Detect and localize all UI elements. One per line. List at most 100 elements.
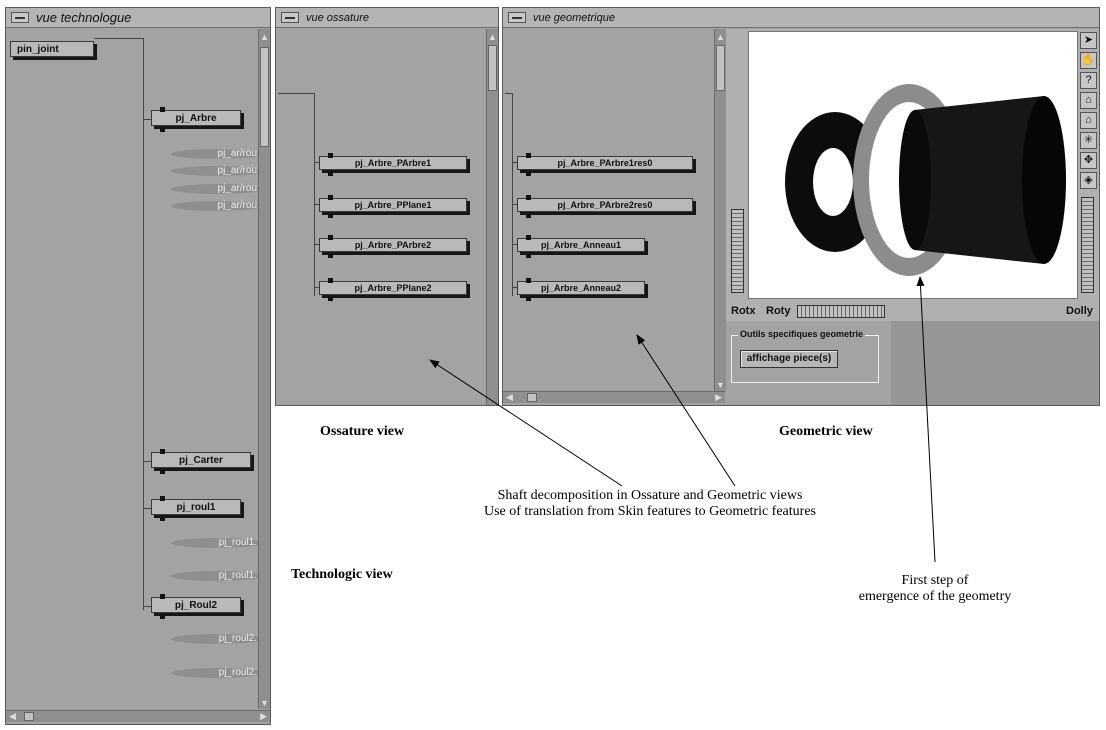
node-anchor xyxy=(160,470,165,474)
node-anchor xyxy=(160,594,165,599)
tree-node[interactable]: pj_roul1 xyxy=(151,496,241,521)
node-anchor xyxy=(160,615,165,619)
shaft-caption-line2: Use of translation from Skin features to… xyxy=(483,504,816,519)
scroll-up-icon[interactable]: ▲ xyxy=(716,32,725,42)
scroll-right-icon[interactable]: ▶ xyxy=(260,711,267,721)
node-anchor xyxy=(328,153,333,158)
rotx-wheel[interactable] xyxy=(731,209,744,293)
viewer-panel: ➤ ✋ ? ⌂ ⌂ ✳ ✥ ◈ Rotx Roty Dolly Outils s… xyxy=(726,29,1099,405)
scroll-up-icon[interactable]: ▲ xyxy=(260,32,269,42)
geometrique-titlebar[interactable]: vue geometrique xyxy=(503,8,1099,28)
tree-node[interactable]: pj_Arbre xyxy=(151,107,241,132)
tree-branch xyxy=(314,162,319,163)
tree-branch xyxy=(278,93,315,94)
scroll-thumb[interactable] xyxy=(716,45,725,91)
view-all-tool-icon[interactable]: ✳ xyxy=(1080,132,1097,149)
node-anchor xyxy=(526,214,531,218)
tree-branch xyxy=(143,508,151,509)
tree-node[interactable]: pj_Arbre_PPlane1 xyxy=(319,195,467,218)
node-label: pj_Arbre_PArbre1res0 xyxy=(557,158,653,168)
window-title: vue geometrique xyxy=(533,12,615,24)
shaft-render xyxy=(785,84,1066,276)
node-label: pj_Carter xyxy=(179,455,223,466)
scroll-left-icon[interactable]: ◀ xyxy=(506,392,513,402)
tree-trunk xyxy=(143,38,144,610)
vertical-scrollbar[interactable]: ▲ ▼ xyxy=(714,29,726,391)
tree-branch xyxy=(143,606,151,607)
node-anchor xyxy=(160,496,165,501)
seek-tool-icon[interactable]: ✥ xyxy=(1080,152,1097,169)
tree-node[interactable]: pj_Arbre_PPlane2 xyxy=(319,278,467,301)
perspective-tool-icon[interactable]: ◈ xyxy=(1080,172,1097,189)
tree-branch xyxy=(143,119,151,120)
tree-node[interactable]: pj_Arbre_PArbre2res0 xyxy=(517,195,693,218)
node-anchor xyxy=(526,235,531,240)
tree-node[interactable]: pj_Arbre_PArbre1 xyxy=(319,153,467,176)
node-anchor xyxy=(160,449,165,454)
first-step-line2: emergence of the geometry xyxy=(858,589,1012,604)
roty-wheel[interactable] xyxy=(797,305,885,318)
window-menu-button[interactable] xyxy=(508,12,526,23)
tree-node[interactable]: pj_Arbre_Anneau2 xyxy=(517,278,645,301)
first-step-caption: First step of emergence of the geometry xyxy=(815,573,1055,605)
horizontal-scrollbar[interactable]: ◀ ▶ xyxy=(6,710,270,722)
tree-branch xyxy=(143,461,151,462)
ghost-node: pj_ar/rou xyxy=(171,166,263,176)
scroll-down-icon[interactable]: ▼ xyxy=(260,698,269,708)
technologue-titlebar[interactable]: vue technologue xyxy=(6,8,270,28)
node-anchor xyxy=(328,254,333,258)
arrow-tool-icon[interactable]: ➤ xyxy=(1080,32,1097,49)
scroll-thumb[interactable] xyxy=(527,393,537,402)
tree-node[interactable]: pj_Arbre_PArbre1res0 xyxy=(517,153,693,176)
tree-branch xyxy=(512,162,517,163)
node-anchor xyxy=(526,297,531,301)
node-anchor xyxy=(328,195,333,200)
geometry-tools-group: Outils specifiques geometrie affichage p… xyxy=(731,329,879,383)
3d-viewport[interactable] xyxy=(748,31,1078,299)
ossature-titlebar[interactable]: vue ossature xyxy=(276,8,498,28)
tree-node-root[interactable]: pin_joint xyxy=(10,41,94,57)
affichage-pieces-button[interactable]: affichage piece(s) xyxy=(740,350,838,368)
node-label: pj_Arbre_PArbre1 xyxy=(354,158,432,168)
first-step-line1: First step of xyxy=(901,573,969,588)
dolly-wheel[interactable] xyxy=(1081,197,1094,293)
tree-node[interactable]: pj_Carter xyxy=(151,449,251,474)
tree-node[interactable]: pj_Roul2 xyxy=(151,594,241,619)
window-title: vue technologue xyxy=(36,10,132,25)
tree-branch xyxy=(505,93,513,94)
help-tool-icon[interactable]: ? xyxy=(1080,72,1097,89)
node-label: pj_Arbre_PPlane1 xyxy=(354,200,432,210)
tree-node[interactable]: pj_Arbre_PArbre2 xyxy=(319,235,467,258)
tree-trunk xyxy=(512,93,513,296)
node-anchor xyxy=(160,517,165,521)
ghost-node: pj_roul2. xyxy=(171,668,263,678)
scroll-left-icon[interactable]: ◀ xyxy=(9,711,16,721)
vertical-scrollbar[interactable]: ▲ xyxy=(486,29,498,405)
vertical-scrollbar[interactable]: ▲ ▼ xyxy=(258,29,270,709)
tree-node[interactable]: pj_Arbre_Anneau1 xyxy=(517,235,645,258)
node-anchor xyxy=(328,297,333,301)
scroll-down-icon[interactable]: ▼ xyxy=(716,380,725,390)
window-title: vue ossature xyxy=(306,12,369,24)
scroll-right-icon[interactable]: ▶ xyxy=(715,392,722,402)
scroll-thumb[interactable] xyxy=(24,712,34,721)
node-anchor xyxy=(526,172,531,176)
home-tool-icon[interactable]: ⌂ xyxy=(1080,92,1097,109)
tree-branch xyxy=(314,244,319,245)
window-menu-button[interactable] xyxy=(11,12,29,23)
node-label: pj_roul1 xyxy=(176,502,216,513)
window-menu-button[interactable] xyxy=(281,12,299,23)
node-anchor xyxy=(526,195,531,200)
scroll-up-icon[interactable]: ▲ xyxy=(488,32,497,42)
horizontal-scrollbar[interactable]: ◀ ▶ xyxy=(503,391,725,403)
node-anchor xyxy=(328,235,333,240)
node-label: pj_Roul2 xyxy=(174,600,218,611)
hand-tool-icon[interactable]: ✋ xyxy=(1080,52,1097,69)
set-home-tool-icon[interactable]: ⌂ xyxy=(1080,112,1097,129)
scroll-thumb[interactable] xyxy=(260,47,269,147)
ghost-node: pj_roul2. xyxy=(171,634,263,644)
technologic-view-caption: Technologic view xyxy=(291,567,393,582)
tree-branch xyxy=(512,204,517,205)
shaft-caption-line1: Shaft decomposition in Ossature and Geom… xyxy=(497,488,803,503)
scroll-thumb[interactable] xyxy=(488,45,497,91)
